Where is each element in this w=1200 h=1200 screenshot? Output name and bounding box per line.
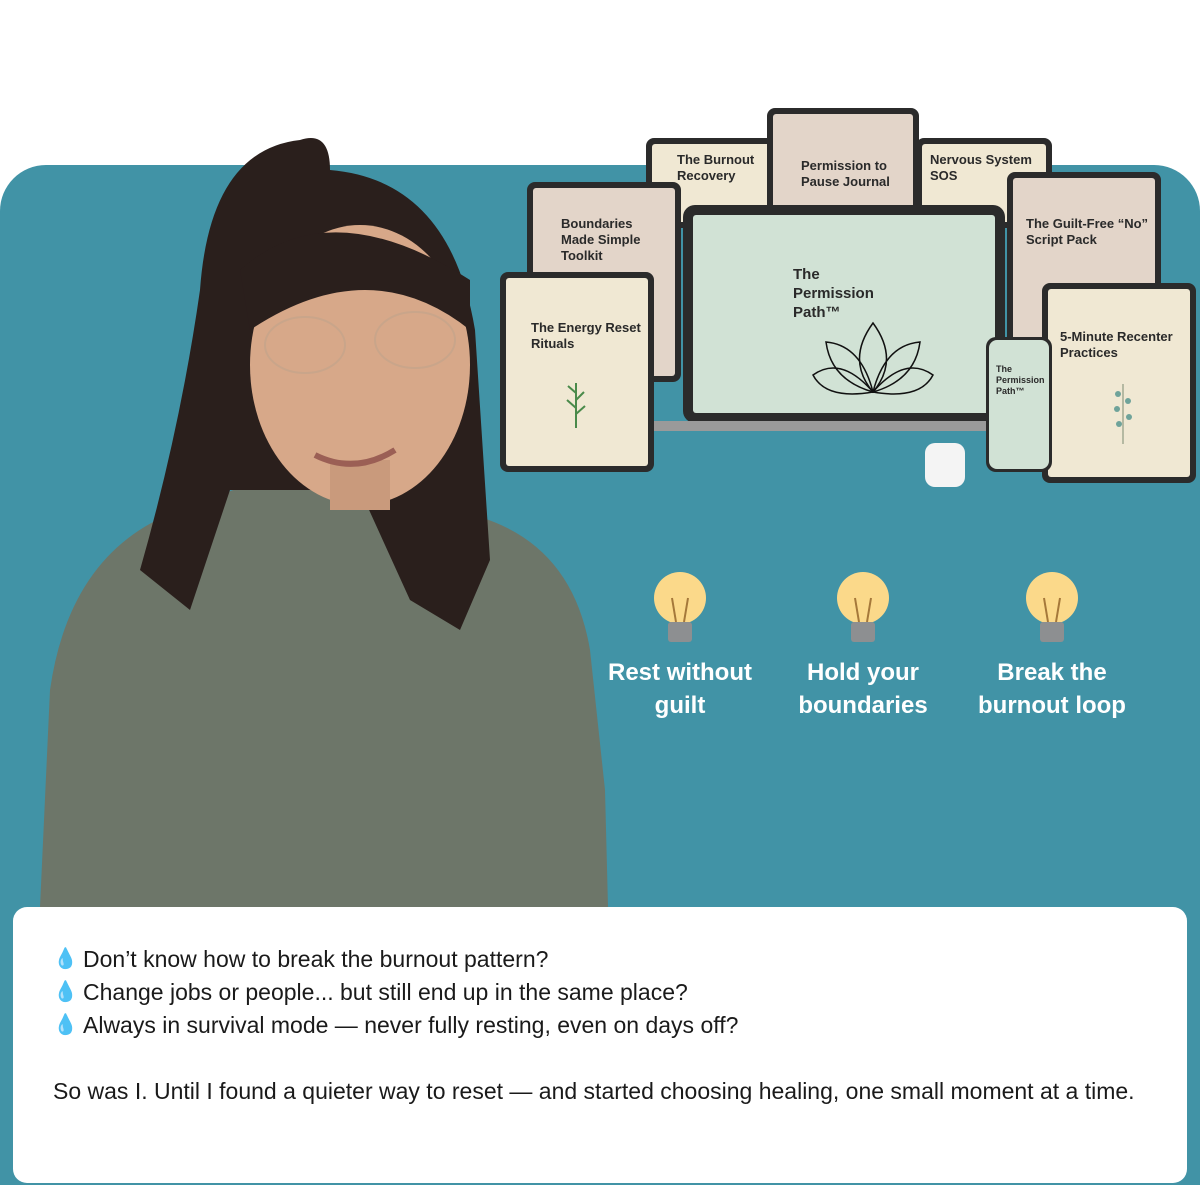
product-title: 5-Minute Recenter Practices [1060, 329, 1173, 360]
pain-point: 💧Always in survival mode — never fully r… [53, 1009, 1147, 1042]
product-title: The Energy Reset Rituals [531, 320, 641, 351]
story-text: So was I. Until I found a quieter way to… [53, 1078, 1135, 1104]
lotus-icon [812, 321, 934, 395]
text-card: 💧Don’t know how to break the burnout pat… [13, 907, 1187, 1183]
feature-label: Rest without guilt [608, 659, 752, 719]
product-title: Permission to Pause Journal [801, 158, 890, 189]
droplet-icon: 💧 [53, 948, 78, 970]
pain-point: 💧Change jobs or people... but still end … [53, 976, 1147, 1009]
product-title: Nervous System SOS [930, 152, 1032, 183]
pain-point: 💧Don’t know how to break the burnout pat… [53, 943, 1147, 976]
eucalyptus-icon [1114, 384, 1132, 444]
product-title: The Burnout Recovery [677, 152, 755, 183]
feature-label: Break the burnout loop [978, 659, 1126, 719]
author-photo [40, 138, 608, 907]
feature-label: Hold your boundaries [798, 659, 928, 719]
feature-rest: Rest without guilt [595, 570, 765, 722]
product-title: The Permission Path™ [793, 266, 874, 321]
pain-point-text: Always in survival mode — never fully re… [83, 1012, 739, 1038]
herb-icon [566, 383, 586, 428]
droplet-icon: 💧 [53, 1014, 78, 1036]
pain-point-text: Don’t know how to break the burnout patt… [83, 946, 549, 972]
lightbulb-icon [837, 572, 889, 642]
laptop-base [645, 421, 1005, 431]
feature-burnout-loop: Break the burnout loop [967, 570, 1137, 722]
tablet-pause-journal: Permission to Pause Journal [767, 108, 919, 218]
lightbulb-icon [654, 572, 706, 642]
droplet-icon: 💧 [53, 981, 78, 1003]
product-title: The Permission Path™ [996, 364, 1045, 396]
tablet-energy-reset: The Energy Reset Rituals [500, 272, 654, 472]
feature-boundaries: Hold your boundaries [778, 570, 948, 722]
pain-point-text: Change jobs or people... but still end u… [83, 979, 688, 1005]
tablet-recenter: 5-Minute Recenter Practices [1042, 283, 1196, 483]
laptop-permission-path: The Permission Path™ [683, 205, 1005, 423]
earbuds-case [925, 443, 965, 487]
product-title: Boundaries Made Simple Toolkit [561, 216, 641, 263]
phone-permission-path: The Permission Path™ [986, 337, 1052, 472]
product-title: The Guilt-Free “No” Script Pack [1026, 216, 1149, 247]
lightbulb-icon [1026, 572, 1078, 642]
